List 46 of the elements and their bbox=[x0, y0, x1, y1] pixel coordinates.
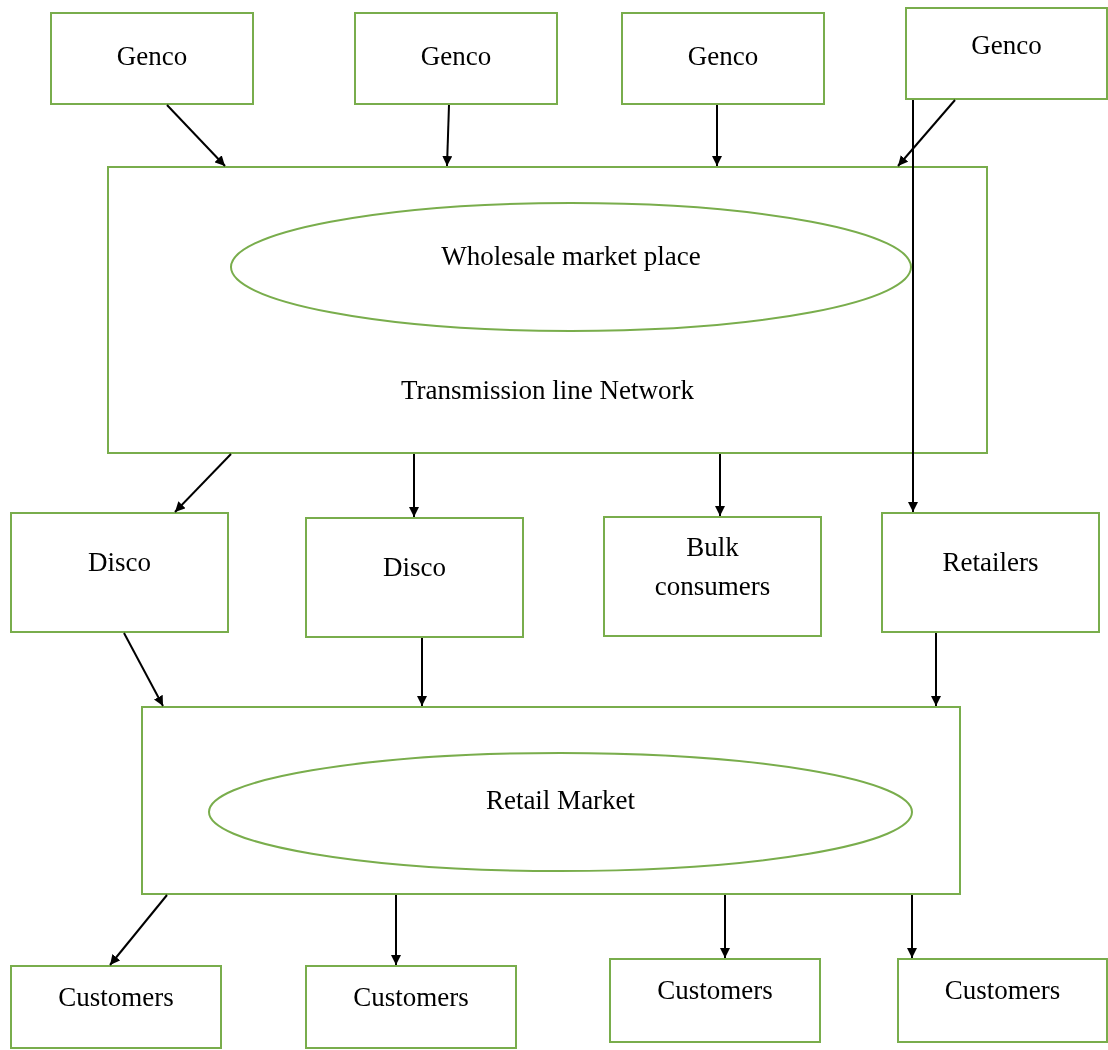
node-label: Disco bbox=[382, 551, 447, 584]
arrow bbox=[417, 637, 427, 707]
process-box bbox=[905, 7, 1108, 100]
arrow bbox=[897, 99, 956, 167]
arrow bbox=[391, 894, 401, 966]
process-box bbox=[10, 965, 222, 1049]
process-box bbox=[603, 516, 822, 637]
process-box bbox=[305, 965, 517, 1049]
node-label: Customers bbox=[352, 981, 470, 1014]
process-box bbox=[141, 706, 961, 895]
process-box bbox=[305, 517, 524, 638]
market-ellipse bbox=[230, 202, 912, 332]
node-label: Genco bbox=[686, 40, 760, 73]
node-label: Wholesale market place bbox=[440, 240, 702, 273]
process-box bbox=[881, 512, 1100, 633]
node-label: Customers bbox=[57, 981, 175, 1014]
node-label: Customers bbox=[656, 974, 774, 1007]
arrow bbox=[109, 894, 168, 966]
arrow bbox=[123, 632, 164, 707]
node-label: Genco bbox=[419, 40, 493, 73]
node-label: Disco bbox=[87, 546, 152, 579]
process-box bbox=[897, 958, 1108, 1043]
process-box bbox=[609, 958, 821, 1043]
process-box bbox=[50, 12, 254, 105]
arrow bbox=[409, 453, 419, 518]
arrow bbox=[166, 104, 226, 167]
node-label: Customers bbox=[943, 974, 1062, 1007]
process-box bbox=[10, 512, 229, 633]
node-label: Bulk consumers bbox=[653, 531, 772, 604]
arrow bbox=[712, 104, 722, 167]
arrow bbox=[907, 894, 917, 959]
process-box bbox=[107, 166, 988, 454]
arrow bbox=[908, 99, 918, 513]
market-ellipse bbox=[208, 752, 913, 872]
arrow bbox=[442, 104, 453, 167]
node-label: Transmission line Network bbox=[400, 374, 695, 407]
node-label: Genco bbox=[115, 40, 189, 73]
arrow bbox=[720, 894, 730, 959]
node-label: Retail Market bbox=[484, 784, 637, 817]
node-label: Retailers bbox=[941, 546, 1040, 579]
node-label: Genco bbox=[970, 29, 1043, 62]
arrow bbox=[174, 453, 232, 513]
process-box bbox=[621, 12, 825, 105]
arrow bbox=[715, 453, 725, 517]
process-box bbox=[354, 12, 558, 105]
arrow bbox=[931, 632, 941, 707]
